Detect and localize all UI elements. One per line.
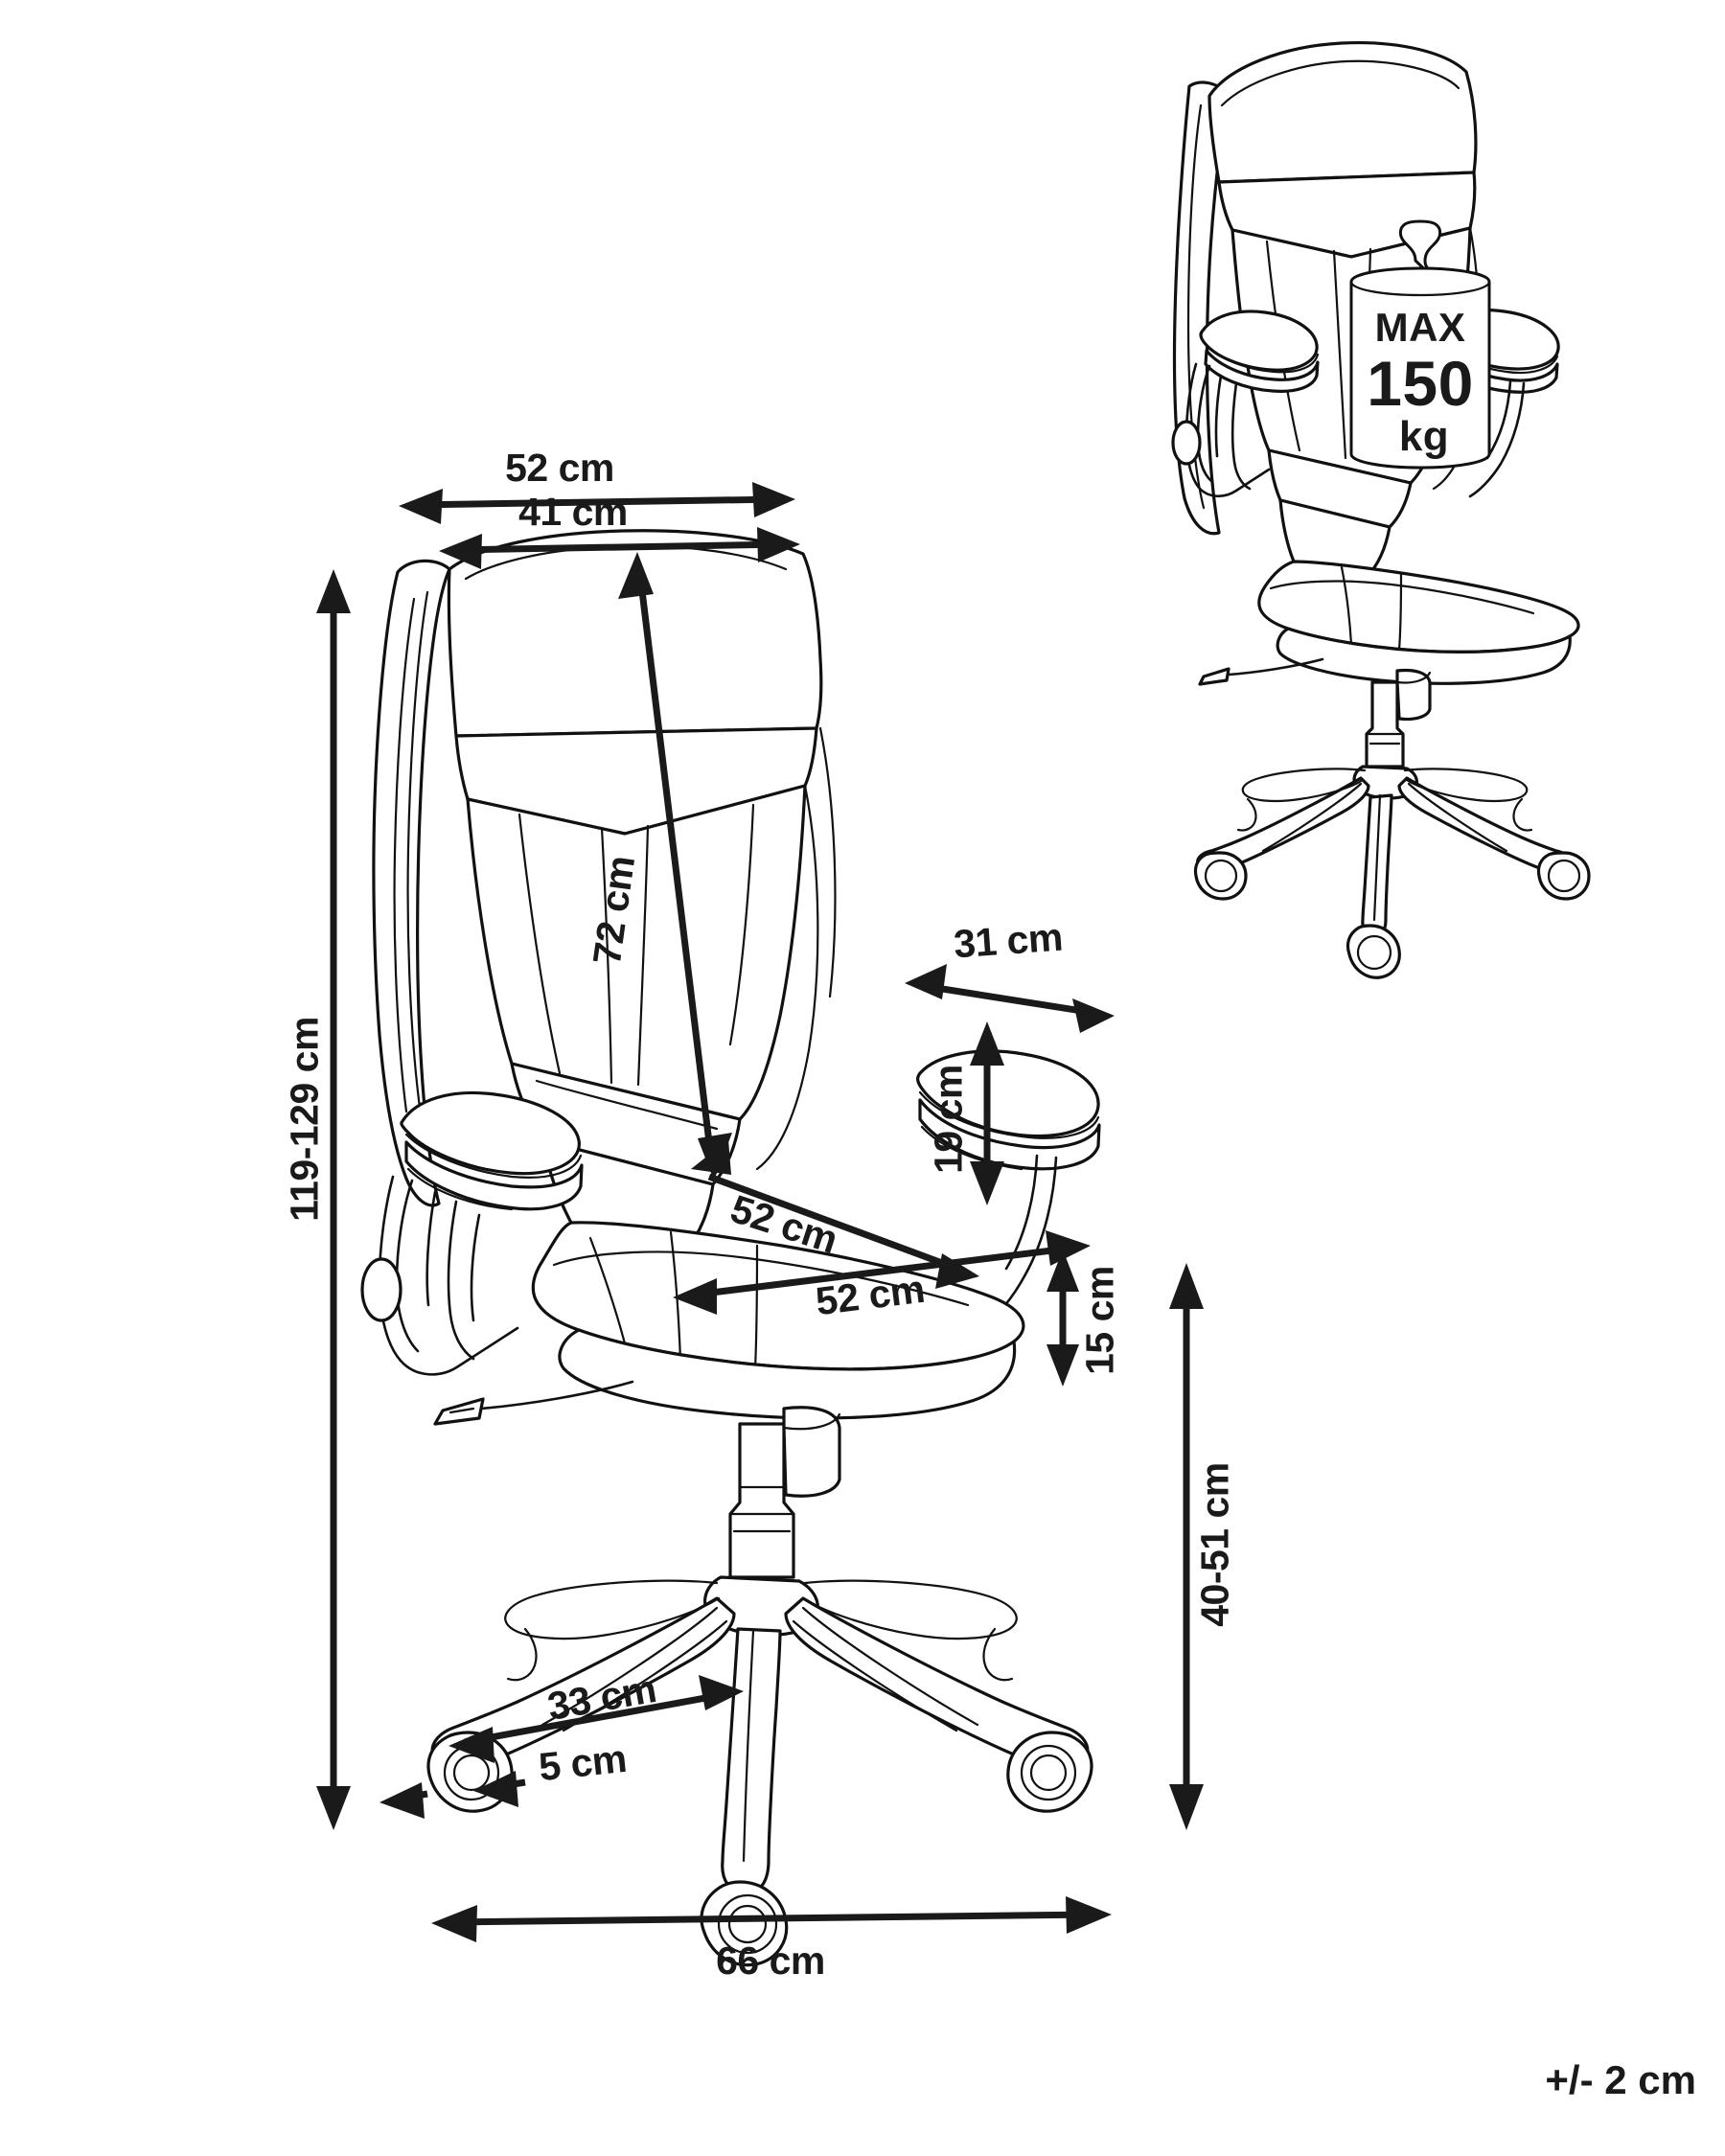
dimline-base-diameter [431, 1896, 1112, 1942]
dimline-castor-width [380, 1771, 526, 1819]
dim-label-backrest-width-inner: 41 cm [518, 490, 628, 534]
dimline-base-leg [448, 1675, 744, 1763]
dimline-seat-thickness [1046, 1250, 1079, 1387]
dim-label-backrest-width-outer: 52 cm [505, 446, 614, 490]
main-chair-illustration [360, 529, 1101, 1967]
dim-label-castor-width: 5 cm [537, 1735, 629, 1790]
dim-label-total-height: 119-129 cm [282, 1017, 327, 1222]
dim-label-base-diameter: 66 cm [716, 1938, 825, 1983]
weight-badge-value: 150 [1367, 348, 1474, 419]
weight-badge-shape [1349, 219, 1491, 470]
dim-label-seat-thickness: 15 cm [1077, 1266, 1122, 1375]
armrest-right [916, 1049, 1101, 1171]
dim-label-armrest-height: 19 cm [926, 1065, 971, 1174]
dim-label-armrest-length: 31 cm [952, 914, 1065, 967]
tolerance-note: +/- 2 cm [1545, 2057, 1696, 2102]
dimline-backrest-width-outer [399, 482, 795, 524]
dimline-backrest-width-inner [439, 527, 800, 569]
dim-label-seat-height: 40-51 cm [1192, 1462, 1237, 1627]
secondary-chair-illustration [1171, 40, 1591, 979]
armrest-left [400, 1090, 584, 1211]
castor-group [1193, 797, 1591, 979]
dimline-seat-height [1169, 1263, 1204, 1830]
dimline-seat-depth [691, 1139, 979, 1289]
dimline-total-height [316, 569, 351, 1830]
weight-badge-max-label: MAX [1374, 305, 1466, 350]
weight-badge-unit: kg [1398, 413, 1450, 460]
dimline-seat-width [673, 1230, 1091, 1315]
dimline-armrest-length [905, 964, 1115, 1033]
dimline-armrest-height [970, 1021, 1004, 1205]
